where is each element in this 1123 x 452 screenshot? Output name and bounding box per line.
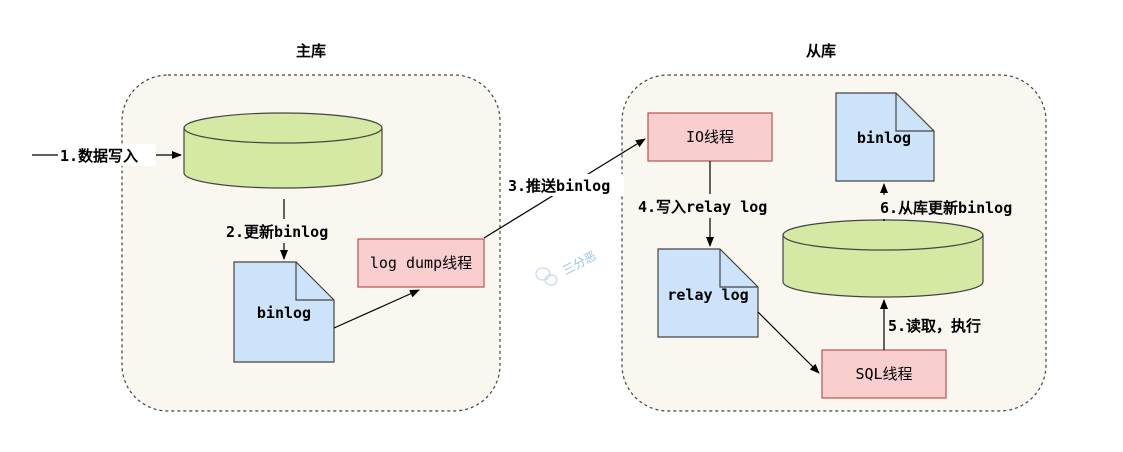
master-database — [183, 112, 383, 189]
io-thread-label: IO线程 — [686, 128, 734, 146]
sql-thread-label: SQL线程 — [855, 365, 912, 383]
log-dump-label: log dump线程 — [370, 254, 472, 272]
label-write-data: 1.数据写入 — [60, 147, 138, 165]
edge-binlog-to-dump — [333, 289, 420, 329]
watermark: 三分恶 — [535, 248, 599, 286]
slave-database — [782, 219, 984, 298]
log-dump-thread — [357, 238, 485, 288]
label-slave-update-binlog: 6.从库更新binlog — [880, 199, 1012, 217]
relay-log-label: relay log — [667, 286, 748, 304]
sql-thread — [821, 349, 947, 399]
master-title: 主库 — [296, 42, 326, 60]
watermark-text: 三分恶 — [560, 248, 598, 277]
label-push-binlog: 3.推送binlog — [508, 177, 610, 195]
label-update-binlog: 2.更新binlog — [226, 223, 328, 241]
label-write-relay: 4.写入relay log — [638, 198, 767, 216]
slave-binlog-doc — [835, 92, 935, 182]
master-binlog-doc — [233, 261, 335, 363]
wechat-icon — [535, 267, 558, 286]
slave-binlog-label: binlog — [857, 129, 911, 147]
edge-relay-to-sql — [757, 311, 820, 374]
label-read-exec: 5.读取，执行 — [888, 317, 981, 335]
slave-title: 从库 — [806, 42, 836, 60]
master-binlog-label: binlog — [257, 304, 311, 322]
